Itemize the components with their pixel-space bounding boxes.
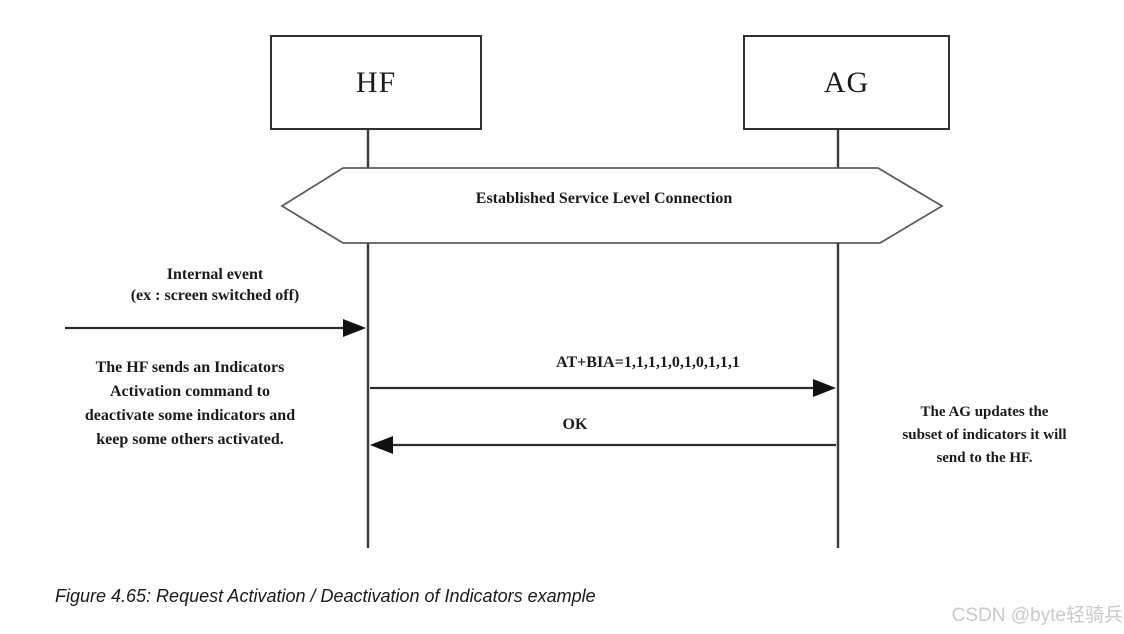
ok-arrow <box>370 436 836 454</box>
ag-note-text: The AG updates the subset of indicators … <box>902 404 1067 466</box>
participant-hf-box: HF <box>270 35 482 130</box>
service-level-connection-label: Established Service Level Connection <box>475 190 733 207</box>
internal-event-arrow <box>65 319 366 337</box>
hf-note-text: The HF sends an Indicators Activation co… <box>84 359 296 448</box>
service-level-connection-banner-shape <box>280 167 944 244</box>
internal-event-label: Internal event (ex : screen switched off… <box>130 266 300 304</box>
figure-caption: Figure 4.65: Request Activation / Deacti… <box>55 586 596 606</box>
participant-ag-label: AG <box>823 65 870 99</box>
participant-hf-label: HF <box>355 65 397 99</box>
ok-message-label: OK <box>562 416 588 433</box>
at-bia-message-label: AT+BIA=1,1,1,1,0,1,0,1,1,1 <box>556 354 740 371</box>
internal-event-arrowhead <box>343 319 366 337</box>
at-bia-arrowhead <box>813 379 836 397</box>
ok-arrowhead <box>370 436 393 454</box>
csdn-watermark: CSDN @byte轻骑兵 <box>951 605 1123 626</box>
participant-ag-box: AG <box>743 35 950 130</box>
at-bia-arrow <box>370 379 836 397</box>
